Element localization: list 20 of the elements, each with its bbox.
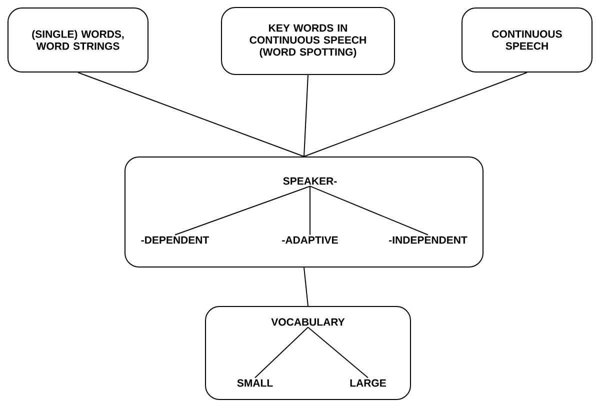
text-box: KEY WORDS IN CONTINUOUS SPEECH (WORD SPOTTING) bbox=[221, 7, 395, 75]
label-text: LARGE bbox=[350, 379, 386, 387]
text-box: (SINGLE) WORDS, WORD STRINGS bbox=[8, 8, 148, 72]
rounded-box bbox=[205, 306, 411, 400]
label-text: -INDEPENDENT bbox=[389, 236, 468, 244]
text-box: CONTINUOUS SPEECH bbox=[462, 8, 592, 72]
label-text: -ADAPTIVE bbox=[282, 236, 338, 244]
connector-line bbox=[174, 186, 310, 236]
label-text: SMALL bbox=[237, 379, 273, 387]
connector-line bbox=[310, 186, 428, 236]
label-text: VOCABULARY bbox=[271, 318, 345, 326]
label-text: SPEAKER- bbox=[283, 177, 337, 185]
connector-line bbox=[308, 326, 368, 378]
connector-line bbox=[304, 267, 308, 306]
connector-line bbox=[304, 72, 528, 157]
connector-line bbox=[78, 72, 304, 157]
rounded-box bbox=[124, 156, 484, 268]
connector-line bbox=[304, 74, 308, 157]
label-text: -DEPENDENT bbox=[141, 236, 209, 244]
connector-line bbox=[254, 326, 308, 378]
